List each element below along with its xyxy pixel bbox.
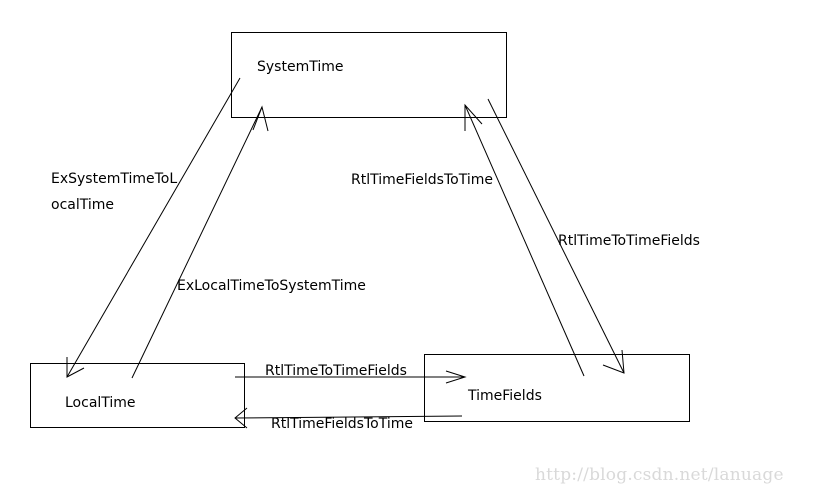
timefields-box: [424, 354, 690, 422]
rtl-fields-to-time-top-label: RtlTimeFieldsToTime: [351, 172, 493, 188]
arrow-systemtime-to-localtime: [66, 77, 241, 378]
arrow-timefields-to-localtime: [234, 407, 463, 429]
watermark-text: http://blog.csdn.net/lanuage: [535, 465, 784, 485]
rtl-time-to-fields-right-label: RtlTimeToTimeFields: [558, 233, 700, 249]
systemtime-box: [231, 32, 507, 118]
ex-system-to-local-label-line1: ExSystemTimeToL: [51, 171, 178, 187]
timefields-label: TimeFields: [468, 388, 542, 404]
ex-system-to-local-label-line2: ocalTime: [51, 197, 114, 213]
arrow-localtime-to-systemtime: [131, 105, 269, 379]
arrow-localtime-to-timefields: [235, 370, 467, 384]
systemtime-label: SystemTime: [257, 59, 344, 75]
arrow-systemtime-to-timefields: [487, 98, 625, 374]
rtl-time-to-fields-bottom-label: RtlTimeToTimeFields: [265, 363, 407, 379]
localtime-box: [30, 363, 245, 428]
localtime-label: LocalTime: [65, 395, 136, 411]
ex-local-to-system-label: ExLocalTimeToSystemTime: [177, 278, 366, 294]
arrow-timefields-to-systemtime: [464, 103, 585, 377]
rtl-fields-to-time-bottom-label: RtlTimeFieldsToTime: [271, 416, 413, 432]
